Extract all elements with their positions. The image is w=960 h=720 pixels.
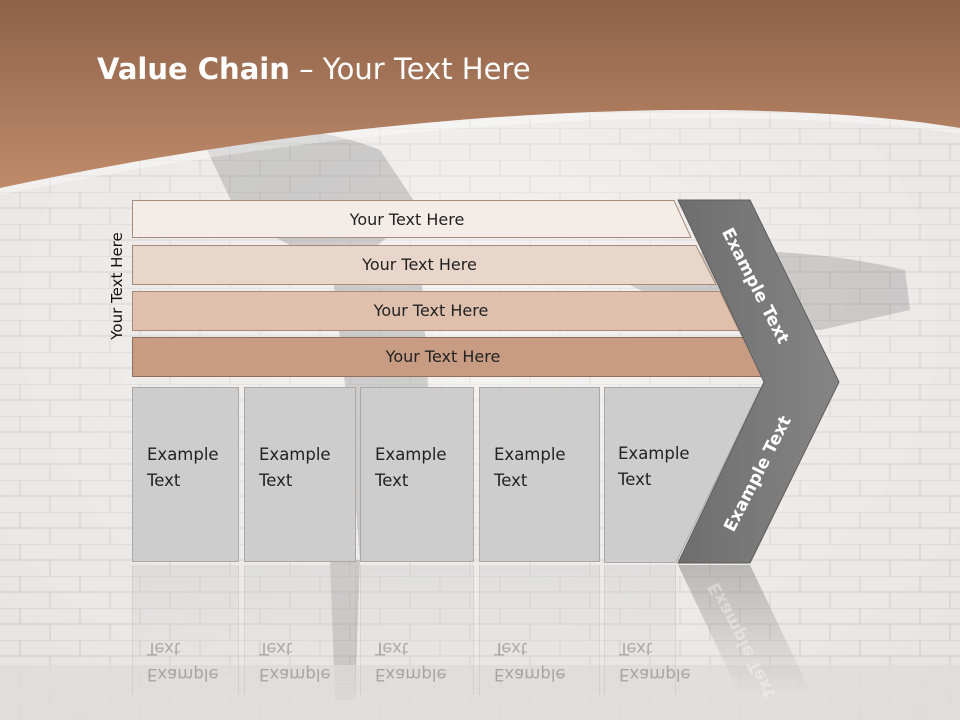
box-3-reflection: Example Text [360,565,474,695]
box-1-reflection: Example Text [132,565,239,695]
band-1: Your Text Here [132,200,692,238]
box-1-reflection-line1: Example [147,665,219,684]
band-3-label: Your Text Here [373,300,489,320]
activity-box-4: Example Text [479,387,600,562]
side-label: Your Text Here [108,232,126,340]
box-2-line2: Text [259,471,293,490]
slide-title: Value Chain – Your Text Here [97,52,531,86]
header-band [0,0,960,188]
activity-box-2: Example Text [244,387,356,562]
box-3-line1: Example [375,445,447,464]
band-4: Your Text Here [132,337,764,377]
band-3: Your Text Here [132,291,740,331]
box-3-reflection-line2: Text [375,639,409,658]
activity-box-5-shape [604,387,762,563]
activity-box-5: Example Text [618,441,690,493]
box-5-line1: Example [618,444,690,463]
box-2-reflection-line1: Example [259,665,331,684]
box-4-reflection: Example Text [479,565,600,695]
box-4-reflection-line2: Text [494,639,528,658]
box-4-reflection-line1: Example [494,665,566,684]
box-4-line2: Text [494,471,528,490]
title-bold: Value Chain [97,52,290,86]
box-4-line1: Example [494,445,566,464]
box-1-reflection-line2: Text [147,639,181,658]
box-2-reflection-line2: Text [259,639,293,658]
activity-box-1: Example Text [132,387,239,562]
box-2-reflection: Example Text [244,565,356,695]
box-2-line1: Example [259,445,331,464]
band-2: Your Text Here [132,245,717,285]
band-2-label: Your Text Here [362,254,477,274]
band-1-label: Your Text Here [349,209,465,229]
band-4-label: Your Text Here [385,346,501,366]
box-3-line2: Text [375,471,409,490]
box-5-line2: Text [618,470,652,489]
box-1-line1: Example [147,445,219,464]
chevron-reflection [678,565,812,695]
activity-box-3: Example Text [360,387,474,562]
title-rest: – Your Text Here [289,52,531,86]
box-3-reflection-line1: Example [375,665,447,684]
margin-chevron [677,199,840,564]
box-1-line2: Text [147,471,181,490]
